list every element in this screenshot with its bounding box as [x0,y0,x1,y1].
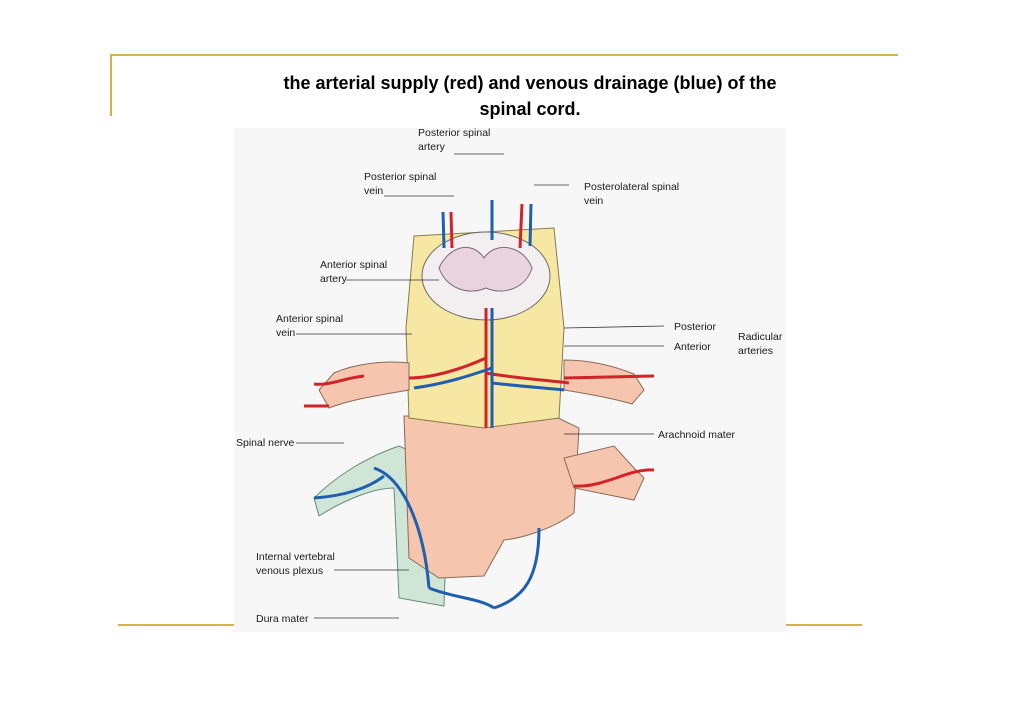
label-anterior-spinal-vein-2: vein [276,327,295,339]
right-nerve-root-shape [563,359,645,405]
left-rule [110,54,112,116]
label-posterolateral-spinal-vein-1: Posterolateral spinal [584,181,679,193]
label-posterior-spinal-vein-1: Posterior spinal [364,171,436,183]
dura-sheath-shape [403,415,580,579]
slide-title: the arterial supply (red) and venous dra… [190,70,870,122]
spinal-cord-diagram: Posterior spinal artery Posterior spinal… [234,128,786,632]
diagram-svg: Posterior spinal artery Posterior spinal… [236,128,783,625]
label-arachnoid-mater: Arachnoid mater [658,429,736,441]
label-dura-mater: Dura mater [256,613,309,625]
label-anterior-spinal-artery-1: Anterior spinal [320,259,387,271]
left-nerve-root-shape [318,361,410,409]
label-anterior: Anterior [674,341,711,353]
label-posterior-spinal-artery-2: artery [418,141,446,153]
label-spinal-nerve: Spinal nerve [236,437,295,449]
label-anterior-spinal-artery-2: artery [320,273,348,285]
label-posterior: Posterior [674,321,717,333]
label-radicular-arteries-2: arteries [738,345,773,357]
label-internal-vertebral-venous-plexus-2: venous plexus [256,565,323,577]
label-internal-vertebral-venous-plexus-1: Internal vertebral [256,551,335,563]
label-anterior-spinal-vein-1: Anterior spinal [276,313,343,325]
slide-title-line2: spinal cord. [479,99,581,119]
slide-title-line1: the arterial supply (red) and venous dra… [283,73,777,93]
top-rule [110,54,898,56]
label-posterolateral-spinal-vein-2: vein [584,195,603,207]
leader-lines [296,153,665,619]
label-radicular-arteries-1: Radicular [738,331,783,343]
grey-matter-shape [438,247,533,292]
label-posterior-spinal-artery-1: Posterior spinal [418,128,490,139]
bottom-rule-left [118,624,234,626]
label-posterior-spinal-vein-2: vein [364,185,383,197]
arteries-group [304,203,655,488]
veins-group [313,200,565,610]
bottom-rule-right [786,624,862,626]
